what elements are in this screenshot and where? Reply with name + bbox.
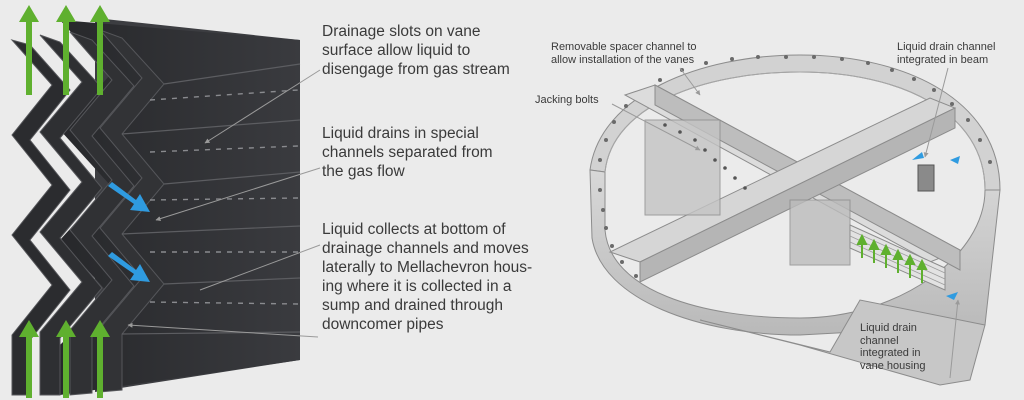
liquid-flow-arrows-housing (912, 152, 960, 300)
gas-flow-arrow-top-2 (56, 5, 76, 95)
ring-wall (589, 169, 1001, 336)
gas-flow-arrows-housing (856, 233, 928, 283)
liquid-arrow-1 (108, 182, 150, 212)
liquid-arrow-2 (108, 252, 150, 282)
annotation-liquid-collects: Liquid collects at bottom of drainage ch… (322, 221, 533, 333)
vane-housing-assembly (589, 54, 1001, 386)
annotation-drain-channel-housing: Liquid drain channel integrated in vane … (860, 322, 926, 372)
annotation-drain-channel-beam: Liquid drain channel integrated in beam (897, 41, 996, 66)
gas-flow-arrow-bottom-1 (19, 320, 39, 398)
annotation-liquid-drains: Liquid drains in special channels separa… (322, 125, 493, 180)
gas-flow-arrow-bottom-3 (90, 320, 110, 398)
gas-flow-arrow-top-3 (90, 5, 110, 95)
leader-lines-left (127, 69, 321, 338)
liquid-flow-arrows-vane (108, 182, 150, 282)
vane-profile-3 (69, 31, 135, 396)
annotation-drainage-slots: Drainage slots on vane surface allow liq… (322, 23, 510, 78)
leader-lines-right (611, 67, 961, 379)
annotation-spacer-channel: Removable spacer channel to allow instal… (551, 41, 697, 66)
beam-b-side (639, 107, 956, 283)
cutaway-section (699, 299, 986, 386)
annotation-jacking-bolts: Jacking bolts (535, 94, 599, 106)
gas-flow-arrow-bottom-2 (56, 320, 76, 398)
vane-profile-4 (99, 29, 165, 393)
vane-profile-2 (39, 34, 103, 396)
gas-flow-arrow-top-1 (19, 5, 39, 95)
chevron-vane-pack (10, 18, 301, 396)
gas-flow-arrows (19, 5, 110, 398)
sump (917, 164, 935, 192)
